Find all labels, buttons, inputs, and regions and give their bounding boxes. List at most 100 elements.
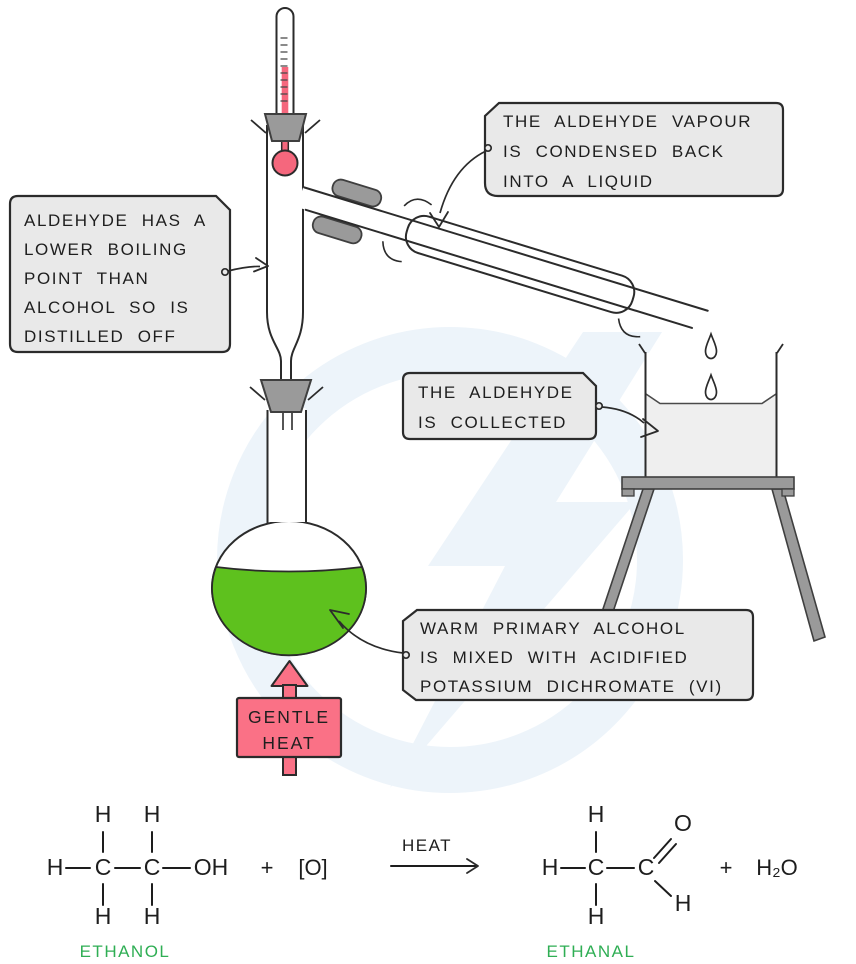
callout-boiling-line2: LOWER BOILING <box>24 240 188 259</box>
callout-mixture-anchor-dot <box>401 650 411 660</box>
clamp-upper <box>331 178 383 208</box>
callout-mixture-arrowhead <box>329 609 350 629</box>
ethanol-oh: OH <box>194 854 229 880</box>
stopper-top-flare-right <box>304 119 321 134</box>
ethanal-o: O <box>674 810 692 836</box>
ethanol-structure: H C C OH H H H H ETHANOL <box>47 801 229 961</box>
ethanol-name-label: ETHANOL <box>80 942 171 961</box>
ethanal-h-top: H <box>588 801 605 827</box>
droplet-2 <box>704 372 718 401</box>
reaction-mixture-liquid <box>211 566 367 657</box>
tripod-bar-tab-right <box>781 488 795 497</box>
heat-source: GENTLE HEAT <box>235 660 343 776</box>
stopper-top-bung <box>263 113 308 142</box>
callout-collected: THE ALDEHYDE IS COLLECTED <box>401 371 659 441</box>
tripod-leg-right <box>770 488 826 643</box>
jacket-curl-bottom-right <box>617 318 641 338</box>
condenser-tube-bottom-edge <box>304 208 694 329</box>
tripod-stand <box>600 476 826 643</box>
stopper-flask-bung <box>259 379 313 413</box>
condensate-droplets <box>704 331 718 401</box>
jacket-curl-bottom-left <box>382 241 402 263</box>
callout-collected-arrowhead <box>640 418 659 438</box>
callout-condensed-arrowhead <box>429 211 449 228</box>
callout-condensed-line1: THE ALDEHYDE VAPOUR <box>503 112 752 131</box>
ethanal-h-bot: H <box>588 903 605 929</box>
reaction-arrow-label: HEAT <box>402 836 452 855</box>
callout-boiling-box <box>8 194 232 354</box>
thermometer <box>271 7 299 177</box>
clamp-lower <box>311 215 363 245</box>
ethanal-structure: H C C H H O H ETHANAL <box>542 801 692 961</box>
plus-sign-2: + <box>720 855 733 880</box>
flask-neck-fill <box>268 408 306 522</box>
thermometer-scale-ticks <box>280 37 288 102</box>
heat-label-line1: GENTLE <box>248 707 330 727</box>
collection-beaker <box>638 343 784 483</box>
callout-boiling-arrowhead <box>253 257 269 273</box>
reaction-arrow-head <box>466 858 479 874</box>
ethanal-h-left: H <box>542 854 559 880</box>
ethanol-c2: C <box>144 854 161 880</box>
callout-condensed-line2: IS CONDENSED BACK <box>503 142 725 161</box>
callout-mixture-line2: IS MIXED WITH ACIDIFIED <box>420 648 688 667</box>
thermometer-mercury-column <box>281 67 289 140</box>
stopper-flask <box>249 379 324 413</box>
callout-condensed: THE ALDEHYDE VAPOUR IS CONDENSED BACK IN… <box>429 101 785 228</box>
plus-sign-1: + <box>261 855 274 880</box>
collected-liquid-surface <box>645 393 777 405</box>
callout-mixture-box <box>401 608 755 702</box>
callout-mixture-line1: WARM PRIMARY ALCOHOL <box>420 619 686 638</box>
stopper-top-flare-left <box>250 119 267 134</box>
callout-boiling-line3: POINT THAN <box>24 269 149 288</box>
chemical-equation: H C C OH H H H H ETHANOL + [O] HEAT H <box>47 801 798 961</box>
bond-c2-o-double-2 <box>658 843 677 864</box>
callout-boiling-line4: ALCOHOL SO IS <box>24 298 190 317</box>
callout-collected-line2: IS COLLECTED <box>418 413 567 432</box>
droplet-1 <box>704 331 718 360</box>
callout-boiling-anchor-dot <box>220 267 230 277</box>
callout-collected-connector <box>601 406 645 424</box>
callout-collected-box <box>401 371 598 441</box>
callout-mixture: WARM PRIMARY ALCOHOL IS MIXED WITH ACIDI… <box>329 608 755 702</box>
callout-mixture-connector <box>338 620 404 654</box>
callout-boiling-connector <box>227 265 261 272</box>
reaction-arrow: HEAT <box>390 836 479 874</box>
heat-label-line2: HEAT <box>262 733 315 753</box>
condenser-water-jacket <box>404 214 636 314</box>
callout-boiling-point: ALDEHYDE HAS A LOWER BOILING POINT THAN … <box>8 194 269 354</box>
callout-boiling-line1: ALDEHYDE HAS A <box>24 211 207 230</box>
stopper-top <box>250 113 321 142</box>
condenser <box>297 178 709 338</box>
thermometer-bulb <box>271 149 299 177</box>
ethanol-h-bot2: H <box>144 903 161 929</box>
condenser-tube-top-edge <box>303 186 709 312</box>
callout-mixture-line3: POTASSIUM DICHROMATE (VI) <box>420 677 723 696</box>
callout-condensed-line3: INTO A LIQUID <box>503 172 654 191</box>
stopper-flask-flare-left <box>249 386 266 401</box>
beaker-spout-left <box>638 343 646 354</box>
oxidant-symbol: [O] <box>298 855 327 880</box>
callout-collected-anchor-dot <box>594 401 604 411</box>
bond-c2-o-double-1 <box>653 838 672 859</box>
ethanol-h-top2: H <box>144 801 161 827</box>
ethanol-h-left: H <box>47 854 64 880</box>
heat-label-box <box>235 696 343 759</box>
callout-condensed-anchor-dot <box>483 143 493 153</box>
stopper-flask-flare-right <box>307 386 324 401</box>
ethanal-c2: C <box>638 854 655 880</box>
ethanol-h-top1: H <box>95 801 112 827</box>
ethanal-h-aldehyde: H <box>675 890 692 916</box>
beaker-spout-right <box>776 343 784 354</box>
bond-c2-hald <box>654 880 672 897</box>
jacket-curl-top <box>403 198 433 207</box>
ethanol-h-bot1: H <box>95 903 112 929</box>
callout-condensed-box <box>483 101 785 198</box>
callout-condensed-connector <box>439 150 487 214</box>
ethanol-c1: C <box>95 854 112 880</box>
callout-collected-line1: THE ALDEHYDE <box>418 383 574 402</box>
ethanal-name-label: ETHANAL <box>547 942 636 961</box>
water-formula: H₂O <box>756 855 798 880</box>
